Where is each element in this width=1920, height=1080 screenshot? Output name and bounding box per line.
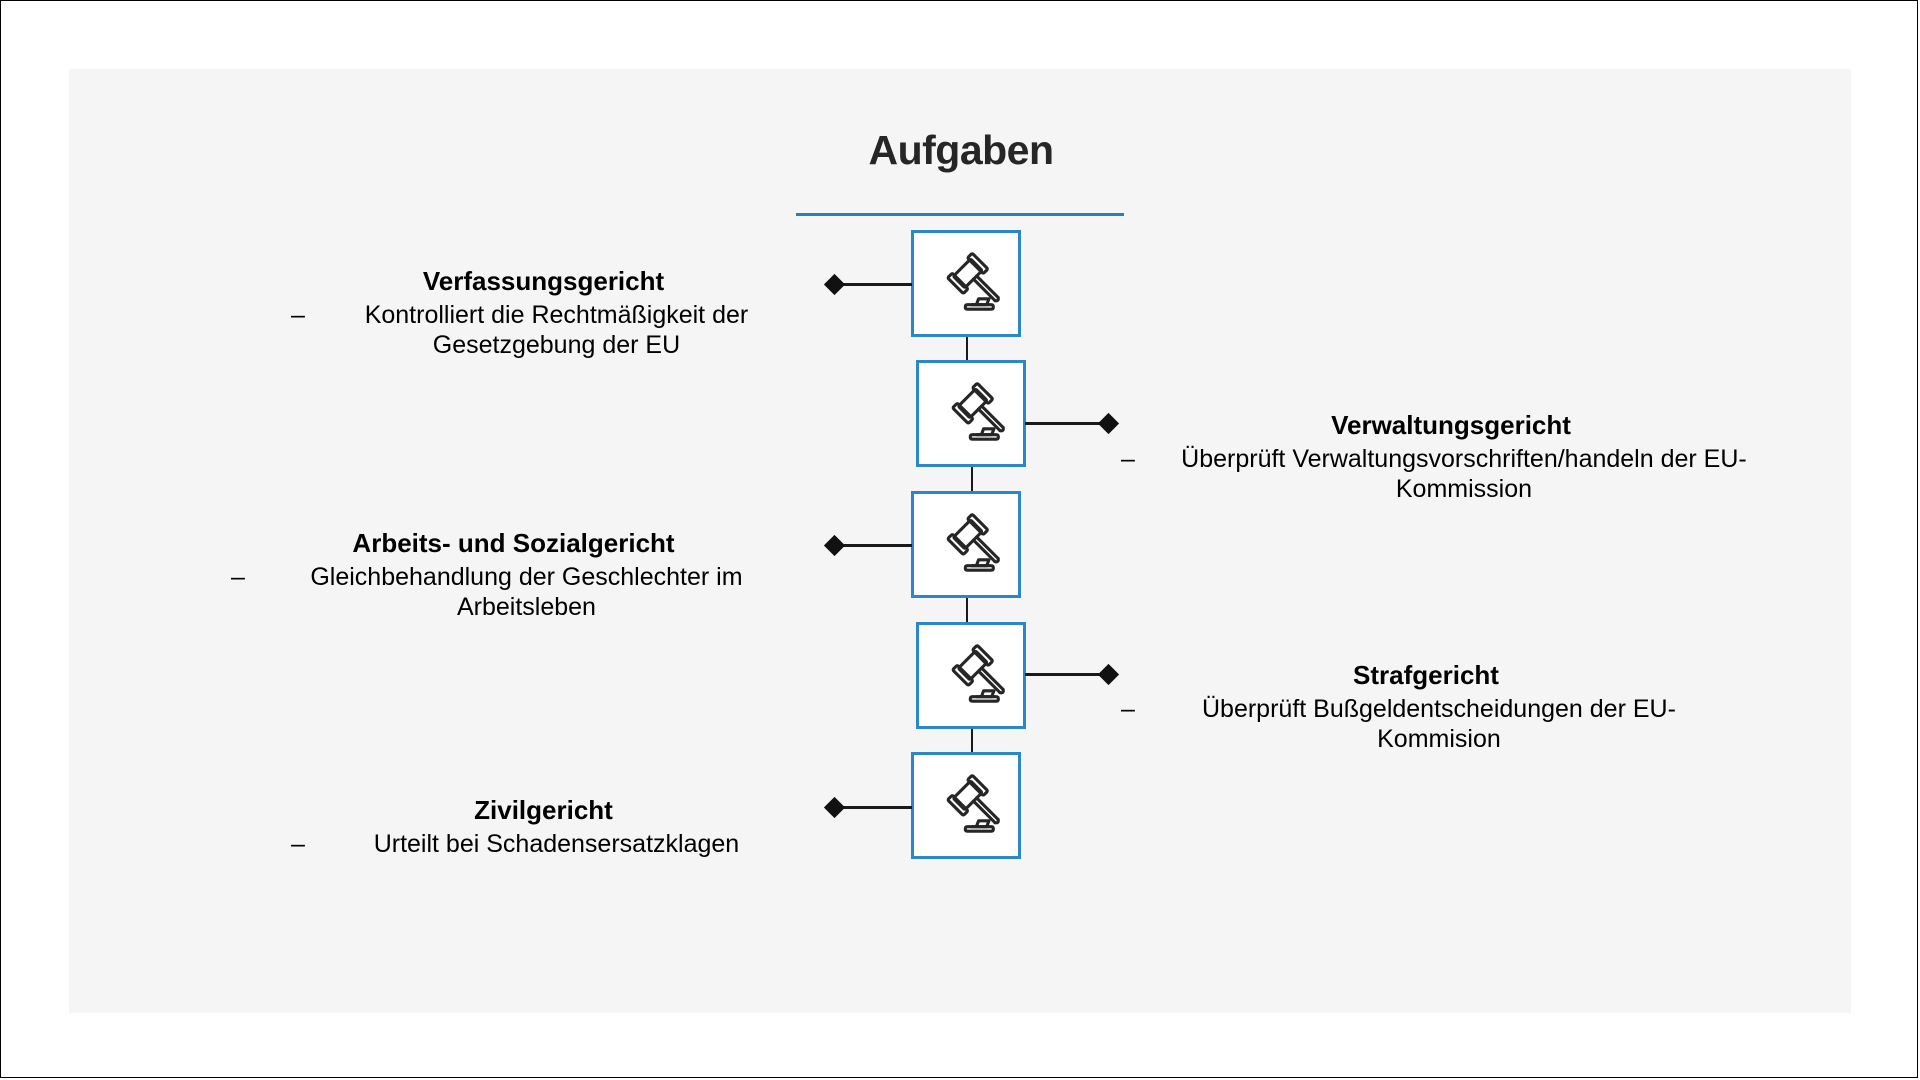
label-body-node-5: – Urteilt bei Schadensersatzklagen xyxy=(291,829,796,860)
gavel-icon xyxy=(946,512,1000,572)
label-title-node-5: Zivilgericht xyxy=(474,795,613,825)
node-box-5[interactable] xyxy=(911,752,1021,859)
connector-line-node-5 xyxy=(834,806,912,809)
connector-line-node-2 xyxy=(1025,422,1109,425)
gavel-icon xyxy=(951,381,1005,441)
gavel-icon xyxy=(951,643,1005,703)
label-description-node-5: Urteilt bei Schadensersatzklagen xyxy=(373,829,740,858)
label-description-node-4: Überprüft Bußgeldentscheidungen der EU-K… xyxy=(1202,694,1676,754)
node-box-3[interactable] xyxy=(911,491,1021,598)
node-box-2[interactable] xyxy=(916,360,1026,467)
label-description-node-2: Überprüft Verwaltungsvorschriften/handel… xyxy=(1181,444,1747,504)
label-description-node-3: Gleichbehandlung der Geschlechter im Arb… xyxy=(310,562,743,622)
node-box-4[interactable] xyxy=(916,622,1026,729)
label-title-node-2: Verwaltungsgericht xyxy=(1331,410,1571,440)
bullet-dash: – xyxy=(231,562,245,591)
label-title-node-3: Arbeits- und Sozialgericht xyxy=(352,528,675,558)
connector-line-node-1 xyxy=(834,283,912,286)
label-description-node-1: Kontrolliert die Rechtmäßigkeit der Gese… xyxy=(364,300,749,360)
label-body-node-3: – Gleichbehandlung der Geschlechter im A… xyxy=(231,562,796,623)
bullet-dash: – xyxy=(291,300,305,329)
bullet-dash: – xyxy=(1121,444,1135,473)
connector-line-node-4 xyxy=(1025,673,1109,676)
title-underline xyxy=(796,213,1124,216)
vertical-connector-4-5 xyxy=(971,728,973,752)
label-block-node-1: Verfassungsgericht – Kontrolliert die Re… xyxy=(291,266,796,361)
connector-line-node-3 xyxy=(834,544,912,547)
label-body-node-2: – Überprüft Verwaltungsvorschriften/hand… xyxy=(1121,444,1781,505)
label-title-node-4: Strafgericht xyxy=(1353,660,1499,690)
bullet-dash: – xyxy=(291,829,305,858)
label-body-node-1: – Kontrolliert die Rechtmäßigkeit der Ge… xyxy=(291,300,796,361)
label-block-node-4: Strafgericht – Überprüft Bußgeldentschei… xyxy=(1121,660,1731,755)
label-block-node-2: Verwaltungsgericht – Überprüft Verwaltun… xyxy=(1121,410,1781,505)
vertical-connector-1-2 xyxy=(966,337,968,360)
bullet-dash: – xyxy=(1121,694,1135,723)
label-block-node-3: Arbeits- und Sozialgericht – Gleichbehan… xyxy=(231,528,796,623)
label-title-node-1: Verfassungsgericht xyxy=(422,266,665,296)
page-title: Aufgaben xyxy=(868,127,1054,173)
gavel-icon xyxy=(946,251,1000,311)
gavel-icon xyxy=(946,773,1000,833)
vertical-connector-3-4 xyxy=(966,598,968,622)
label-block-node-5: Zivilgericht – Urteilt bei Schadensersat… xyxy=(291,795,796,860)
vertical-connector-2-3 xyxy=(971,467,973,491)
label-body-node-4: – Überprüft Bußgeldentscheidungen der EU… xyxy=(1121,694,1731,755)
node-box-1[interactable] xyxy=(911,230,1021,337)
